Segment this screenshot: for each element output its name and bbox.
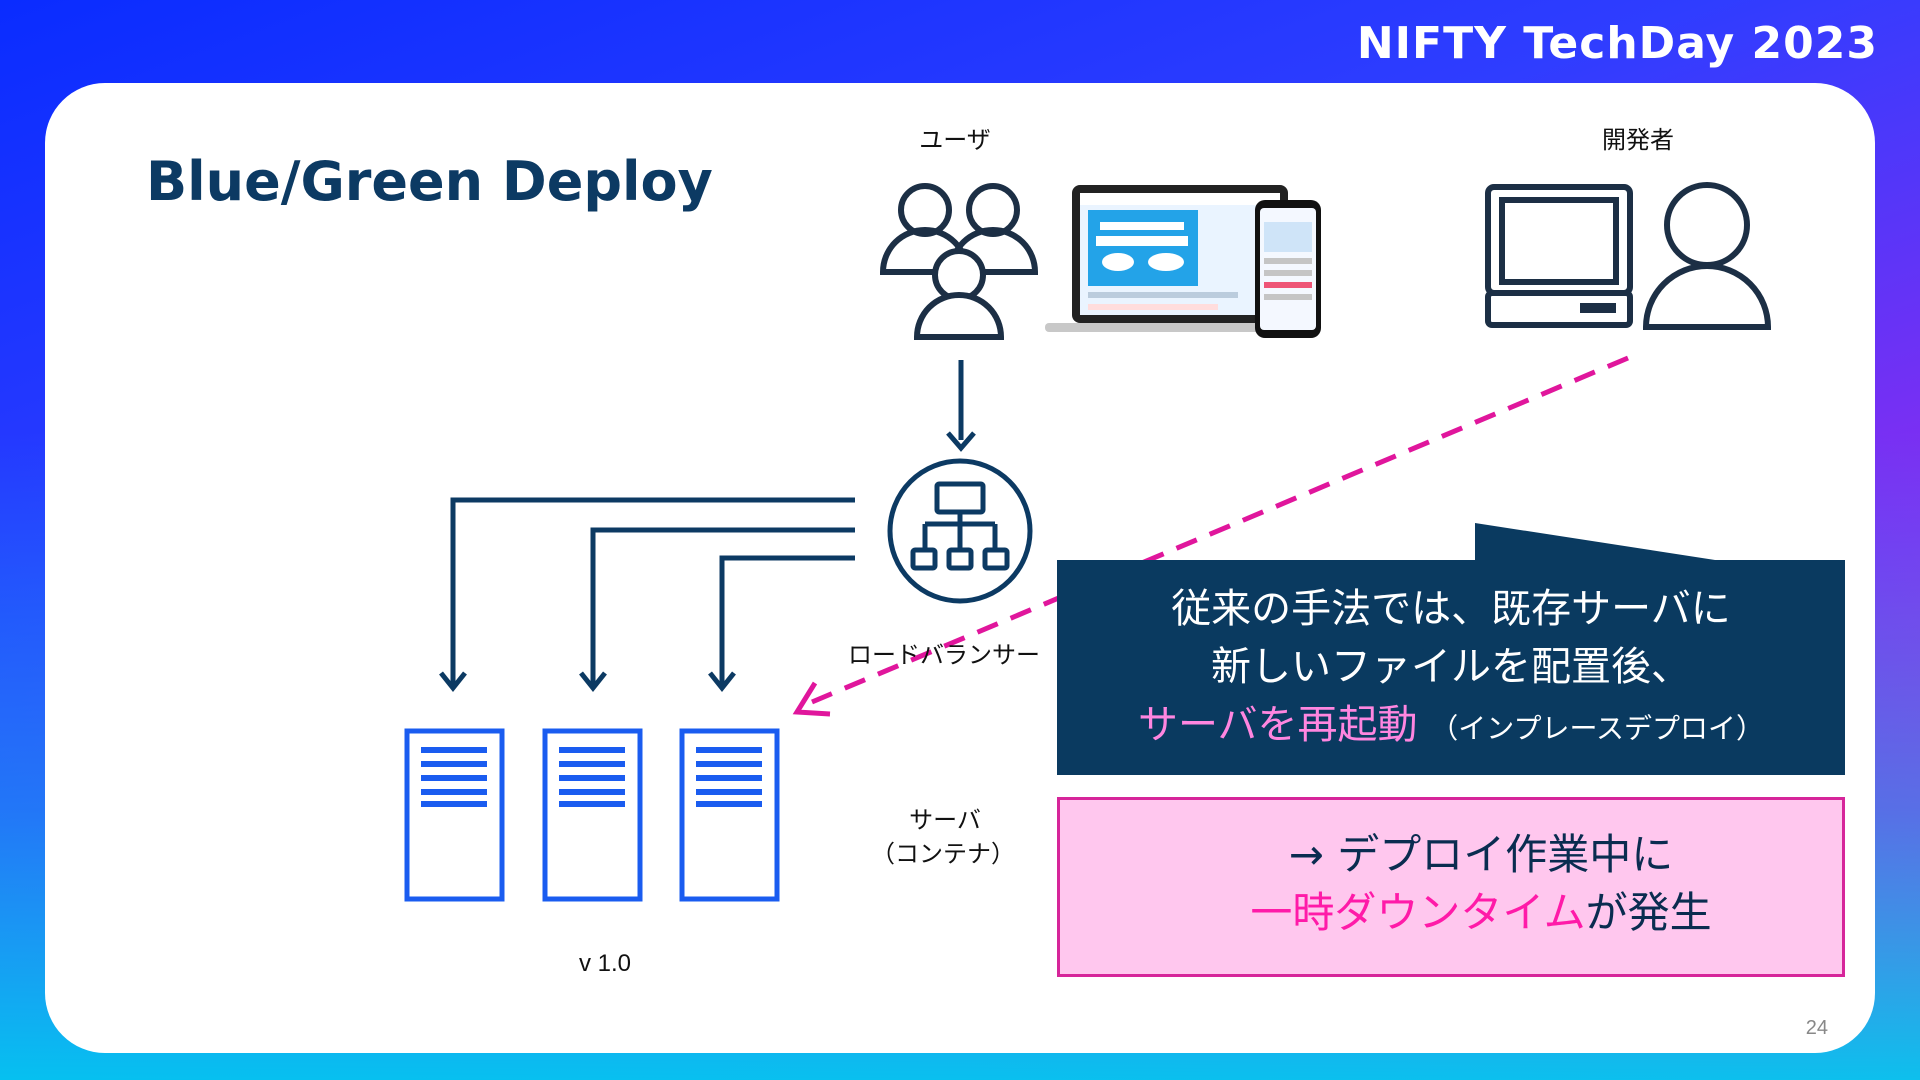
load-balancer-label: ロードバランサー bbox=[848, 641, 1040, 669]
server-icon-3 bbox=[679, 728, 780, 902]
callout-inplace-note: （インプレースデプロイ） bbox=[1430, 712, 1765, 745]
callout-line-2: 新しいファイルを配置後、 bbox=[1211, 644, 1691, 690]
downtime-highlight: 一時ダウンタイム bbox=[1250, 888, 1586, 937]
version-label: v 1.0 bbox=[578, 950, 632, 977]
brand-logo: NIFTY TechDay 2023 bbox=[1356, 18, 1878, 69]
callout-tail bbox=[1475, 523, 1715, 560]
callout-downtime-warning: → デプロイ作業中に 一時ダウンタイムが発生 bbox=[1057, 797, 1845, 977]
users-icon bbox=[879, 183, 1039, 340]
user-label: ユーザ bbox=[919, 126, 991, 154]
server-label-1: サーバ bbox=[909, 806, 981, 834]
load-balancer-icon bbox=[887, 458, 1033, 604]
lb-routing-arrows bbox=[439, 497, 855, 693]
dashed-deploy-arrow bbox=[792, 355, 1629, 717]
server-icon-2 bbox=[542, 728, 643, 902]
slide-title: Blue/Green Deploy bbox=[146, 150, 713, 213]
warning-line-2: 一時ダウンタイムが発生 bbox=[1060, 884, 1842, 942]
page-number: 24 bbox=[1805, 1017, 1828, 1039]
downtime-rest: が発生 bbox=[1585, 888, 1712, 937]
callout-restart-highlight: サーバを再起動 bbox=[1137, 702, 1418, 748]
website-devices-image bbox=[1045, 185, 1321, 338]
server-icon-1 bbox=[404, 728, 505, 902]
callout-line-1: 従来の手法では、既存サーバに bbox=[1171, 586, 1731, 632]
computer-icon bbox=[1485, 184, 1633, 328]
callout-inplace-deploy: 従来の手法では、既存サーバに 新しいファイルを配置後、 サーバを再起動 （インプ… bbox=[1057, 560, 1845, 775]
warning-line-1: → デプロイ作業中に bbox=[1288, 830, 1674, 879]
arrow-users-to-lb bbox=[946, 360, 976, 452]
developer-person-icon bbox=[1642, 182, 1772, 330]
developer-label: 開発者 bbox=[1602, 126, 1674, 154]
server-label-2: （コンテナ） bbox=[871, 840, 1015, 868]
callout-line-3: サーバを再起動 （インプレースデプロイ） bbox=[1057, 696, 1845, 758]
